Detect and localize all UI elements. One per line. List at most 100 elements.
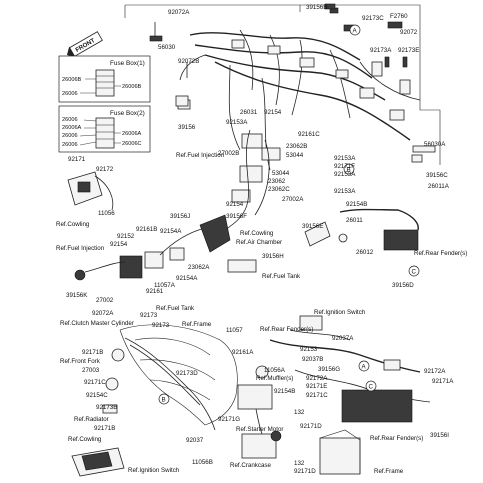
ref-label: Ref.Ignition Switch xyxy=(128,467,180,474)
ref-label: Ref.Cowling xyxy=(68,436,102,443)
callout-c: C xyxy=(365,380,377,392)
ref-label: Ref.Muffler(s) xyxy=(256,375,293,382)
part-number: 92172A xyxy=(424,368,446,375)
part-number: 11056B xyxy=(192,459,213,466)
loose-small-parts xyxy=(149,3,408,107)
harness-connector xyxy=(299,57,315,68)
part-number: 92161B xyxy=(136,226,157,233)
part-number: 92154 xyxy=(226,201,244,208)
callout-letter: A xyxy=(362,364,367,371)
center-relay-cluster xyxy=(224,129,281,231)
part-number: 92171F xyxy=(334,163,355,170)
lower-cowling-unit xyxy=(71,447,125,477)
part-number: 92152 xyxy=(117,233,135,240)
part-number: 26031 xyxy=(240,109,258,116)
harness-connector xyxy=(267,45,281,55)
part-number: 26012 xyxy=(356,249,374,256)
fuse-box-2-icon xyxy=(95,117,115,149)
battery-26012 xyxy=(383,229,419,251)
relay-23062 xyxy=(239,165,263,183)
fuse-box-1-icon xyxy=(95,69,115,97)
part-number: 92154C xyxy=(86,392,108,399)
part-number: 92173A xyxy=(370,47,392,54)
part-number: 92171A xyxy=(432,378,454,385)
wiring-clamp xyxy=(105,377,119,391)
part-number: 92173 xyxy=(152,322,170,329)
part-number: 11056 xyxy=(98,210,115,217)
harness-connector xyxy=(371,61,383,77)
fuse-box-2-left-label: 26006 xyxy=(62,142,78,148)
front-arrow-icon xyxy=(66,46,76,58)
fuse-box-1-title: Fuse Box(1) xyxy=(110,60,145,67)
part-number: 92153A xyxy=(334,155,356,162)
radiator-connector xyxy=(102,404,118,414)
part-number: 39156G xyxy=(318,366,340,373)
part-number: 92161A xyxy=(232,349,254,356)
part-number: 27002A xyxy=(282,196,304,203)
ref-label: Ref.Fuel Injection xyxy=(176,152,225,159)
part-number: 23062 xyxy=(268,178,286,185)
part-number: 27002B xyxy=(218,150,239,157)
part-number: F2760 xyxy=(390,13,408,20)
fuse-box-2-panel: Fuse Box(2) 26006 26006A 26006 26006 260… xyxy=(58,105,151,153)
main-wiring-harness xyxy=(177,7,436,171)
part-number: 39156E xyxy=(302,223,323,230)
part-number: 92037A xyxy=(332,335,354,342)
part-number: 92171D xyxy=(300,423,322,430)
part-number: 92171 xyxy=(68,156,86,163)
part-number: 132 xyxy=(294,409,305,416)
part-number: 26011 xyxy=(346,217,363,224)
ref-label: Ref.Frame xyxy=(182,321,212,328)
rear-fender-bracket xyxy=(304,221,331,247)
part-number: 92154B xyxy=(346,201,367,208)
callout-letter: B xyxy=(347,167,351,174)
ref-label: Ref.Cowling xyxy=(56,221,90,228)
part-number: 23062B xyxy=(286,143,307,150)
part-number: 39156D xyxy=(392,282,414,289)
part-number: 92153 xyxy=(300,346,318,353)
part-number: 11057A xyxy=(154,282,176,289)
rear-harness-assembly xyxy=(269,315,431,475)
left-cowling-unit xyxy=(67,171,114,211)
relay-27002A xyxy=(231,189,251,203)
part-number: 92154B xyxy=(274,388,295,395)
clamp-92173A xyxy=(384,56,390,68)
mid-left-sensors xyxy=(74,227,206,281)
part-number: 92072A xyxy=(168,9,190,16)
ref-label: Ref.Fuel Tank xyxy=(262,273,301,280)
terminal-39156B xyxy=(324,3,336,10)
fuse-box-2-right-label: 26006A xyxy=(122,131,142,137)
fuse-box-1-panel: Fuse Box(1) 26006B 26006 26006B xyxy=(58,55,151,103)
part-number: 11056A xyxy=(264,367,286,374)
fuse-box-2-left-label: 26006 xyxy=(62,117,78,123)
harness-connector xyxy=(411,154,423,163)
relay-23062B xyxy=(261,147,281,161)
callout-a: A xyxy=(349,24,361,36)
part-number: 92172 xyxy=(96,166,114,173)
part-number: 92173 xyxy=(140,312,158,319)
part-number: 92154A xyxy=(176,275,198,282)
starter-relay xyxy=(255,365,269,379)
reference-labels: Ref.Fuel Injection Ref.Cowling Ref.Cowli… xyxy=(56,152,467,475)
part-number: 92171B xyxy=(94,425,115,432)
part-number: 39156I xyxy=(430,432,449,439)
harness-connector xyxy=(335,69,349,79)
callout-letter: B xyxy=(162,397,166,404)
chassis-frame xyxy=(102,324,238,431)
fuse-box-2-title: Fuse Box(2) xyxy=(110,110,145,117)
part-number: 56030 xyxy=(158,44,176,51)
part-number: 26011A xyxy=(428,183,450,190)
starter-crankcase xyxy=(237,365,282,459)
callout-c: C xyxy=(408,265,420,277)
part-number: 92171D xyxy=(294,468,316,475)
ref-label: Ref.Fuel Tank xyxy=(156,305,195,312)
part-number: 92171C xyxy=(306,392,328,399)
sensor-unit xyxy=(169,247,185,261)
part-number: 92173C xyxy=(362,15,384,22)
part-number: 23062A xyxy=(188,264,210,271)
connector-92172A xyxy=(383,359,401,371)
ecu-bracket xyxy=(227,259,257,273)
part-number: 92154A xyxy=(160,228,182,235)
part-number: 27003 xyxy=(82,367,100,374)
